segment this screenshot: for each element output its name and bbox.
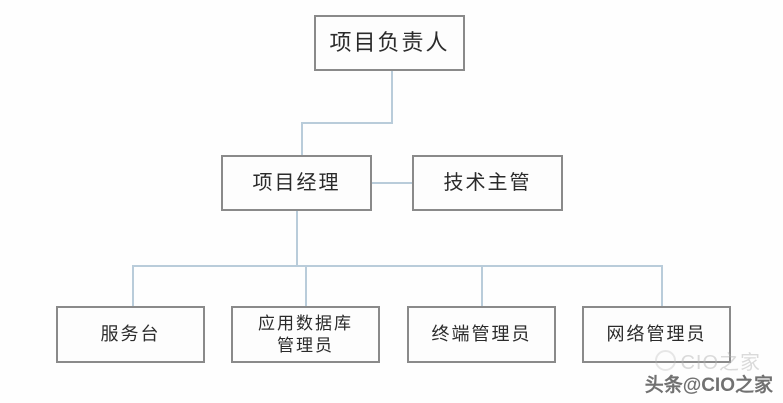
watermark-ghost-label: CIO之家 — [680, 352, 761, 374]
connector-director-jog — [301, 122, 393, 124]
watermark-text: 头条@CIO之家 — [644, 375, 773, 396]
connector-drop-network-admin — [661, 265, 663, 307]
connector-director-to-pm — [301, 122, 303, 157]
connector-drop-service-desk — [132, 265, 134, 307]
node-technical-supervisor[interactable]: 技术主管 — [412, 155, 563, 211]
node-terminal-admin[interactable]: 终端管理员 — [407, 306, 556, 363]
node-app-db-admin[interactable]: 应用数据库 管理员 — [231, 306, 380, 363]
connector-pm-down — [296, 211, 298, 267]
node-technical-supervisor-label: 技术主管 — [443, 171, 532, 194]
node-terminal-admin-label: 终端管理员 — [431, 324, 532, 345]
node-project-manager[interactable]: 项目经理 — [221, 155, 372, 211]
connector-pm-to-tech — [372, 182, 412, 184]
node-service-desk[interactable]: 服务台 — [56, 306, 205, 363]
node-project-manager-label: 项目经理 — [252, 171, 341, 194]
connector-bus — [132, 265, 663, 267]
node-service-desk-label: 服务台 — [100, 324, 161, 345]
node-project-director-label: 项目负责人 — [329, 30, 450, 56]
connector-drop-terminal-admin — [481, 265, 483, 307]
node-network-admin-label: 网络管理员 — [606, 324, 707, 345]
watermark-ghost: CIO之家 — [655, 346, 761, 375]
connector-director-down — [391, 70, 393, 124]
connector-drop-app-db-admin — [305, 265, 307, 307]
node-project-director[interactable]: 项目负责人 — [314, 15, 465, 71]
node-app-db-admin-label: 应用数据库 管理员 — [258, 314, 353, 355]
watermark-logo-icon — [655, 350, 677, 371]
